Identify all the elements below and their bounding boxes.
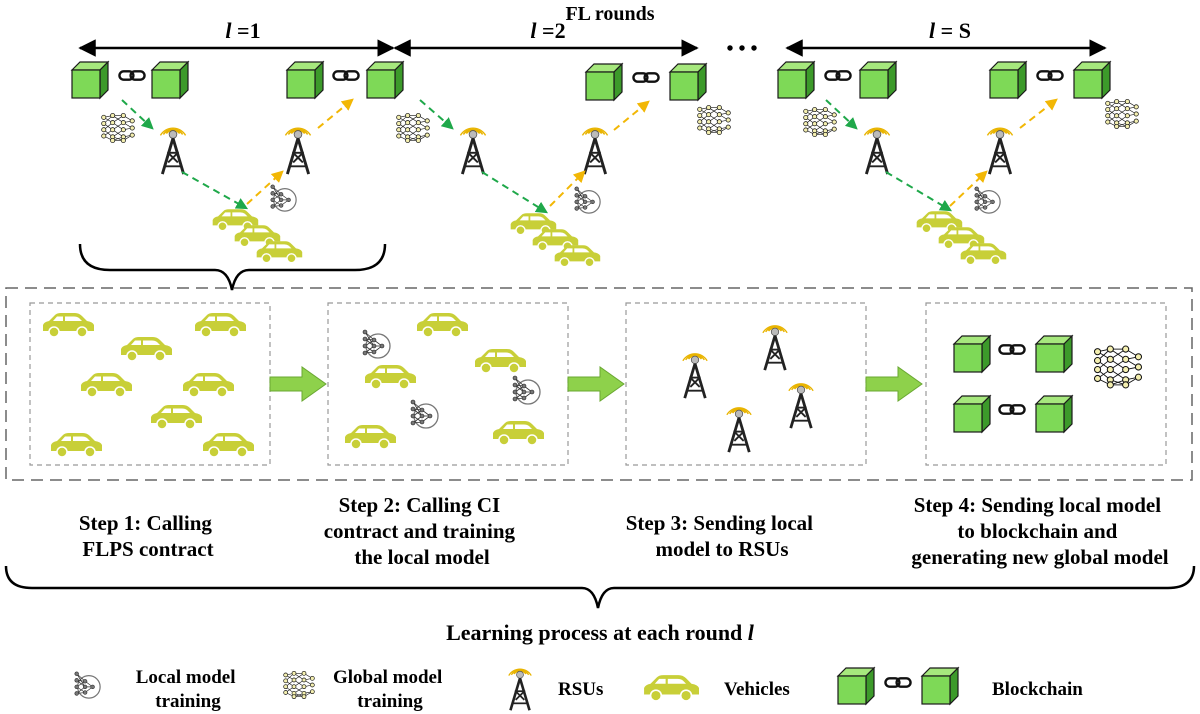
car-icon (255, 240, 303, 264)
legend: Local model training Global model traini… (74, 667, 1083, 712)
chain-link-icon (1036, 70, 1064, 81)
block-icon (777, 61, 815, 99)
step-4-label: Step 4: Sending local model to blockchai… (911, 493, 1168, 569)
round-2-scene (396, 63, 731, 268)
local-model-icon (974, 186, 1001, 214)
block-icon (669, 63, 707, 101)
block-icon (921, 667, 959, 705)
chain-link-icon (632, 72, 660, 83)
block-icon (859, 61, 897, 99)
round-2-label: l =2 (530, 18, 565, 43)
round-s-label: l = S (929, 18, 971, 43)
local-model-icon (574, 186, 601, 214)
step-arrow (567, 366, 625, 402)
block-icon (1073, 61, 1111, 99)
legend-local-label: Local model training (136, 667, 241, 712)
rsu-tower-icon (507, 667, 533, 712)
block-icon (286, 61, 324, 99)
round-expand-brace (78, 243, 387, 291)
block-icon (1035, 395, 1073, 433)
local-model-icon (74, 671, 101, 699)
global-model-icon (396, 113, 430, 143)
upload-arrow (825, 99, 858, 130)
download-arrow (549, 170, 586, 207)
global-model-icon (1105, 99, 1139, 129)
block-icon (953, 335, 991, 373)
step-3-label: Step 3: Sending local model to RSUs (626, 511, 819, 561)
chain-link-icon (884, 677, 912, 688)
step-2-label: Step 2: Calling CI contract and training… (324, 493, 521, 569)
rsu-tower-icon (158, 126, 188, 176)
process-brace (4, 565, 1196, 609)
block-icon (1035, 335, 1073, 373)
rsu-tower-icon (580, 126, 610, 176)
legend-rsu-label: RSUs (558, 679, 603, 700)
rsu-tower-icon (985, 126, 1015, 176)
process-box (5, 287, 1193, 481)
block-icon (953, 395, 991, 433)
round-1-scene (71, 61, 404, 264)
local-model-icon (270, 184, 297, 212)
rsu-tower-icon (862, 126, 892, 176)
rsu-tower-icon (283, 126, 313, 176)
block-icon (837, 667, 875, 705)
legend-blockchain-label: Blockchain (992, 679, 1083, 700)
rsu-tower-icon (458, 126, 488, 176)
upload-arrow (885, 171, 953, 212)
block-icon (366, 61, 404, 99)
block-icon (989, 61, 1027, 99)
fl-rounds-title: FL rounds (565, 3, 654, 25)
legend-global-label: Global model training (333, 667, 447, 712)
chain-link-icon (332, 70, 360, 81)
block-icon (585, 63, 623, 101)
step-1-panel (29, 302, 271, 466)
car-icon (553, 244, 601, 268)
download-arrow (246, 170, 284, 205)
upload-arrow (419, 99, 454, 130)
global-model-icon (101, 113, 135, 143)
ellipsis: • • • (726, 38, 757, 60)
step-arrow (269, 366, 327, 402)
block-icon (71, 61, 109, 99)
global-model-icon (283, 670, 315, 700)
download-arrow (317, 98, 354, 129)
chain-link-icon (824, 70, 852, 81)
step-2-panel (327, 302, 569, 466)
car-icon (959, 242, 1007, 266)
global-model-icon (803, 107, 837, 137)
step-arrow (865, 366, 923, 402)
round-s-scene (777, 61, 1139, 266)
upload-arrow (121, 99, 154, 130)
block-icon (151, 61, 189, 99)
download-arrow (1019, 98, 1058, 129)
step-4-panel (925, 302, 1167, 466)
chain-link-icon (118, 70, 146, 81)
download-arrow (949, 170, 988, 207)
upload-arrow (181, 171, 249, 210)
global-model-icon (697, 105, 731, 135)
car-icon (643, 674, 700, 702)
download-arrow (613, 100, 650, 131)
step-1-label: Step 1: Calling FLPS contract (79, 511, 217, 561)
round-1-label: l =1 (225, 18, 260, 43)
legend-vehicles-label: Vehicles (724, 679, 790, 700)
process-caption: Learning process at each round l (446, 620, 755, 645)
step-3-panel (625, 302, 867, 466)
upload-arrow (481, 171, 549, 214)
